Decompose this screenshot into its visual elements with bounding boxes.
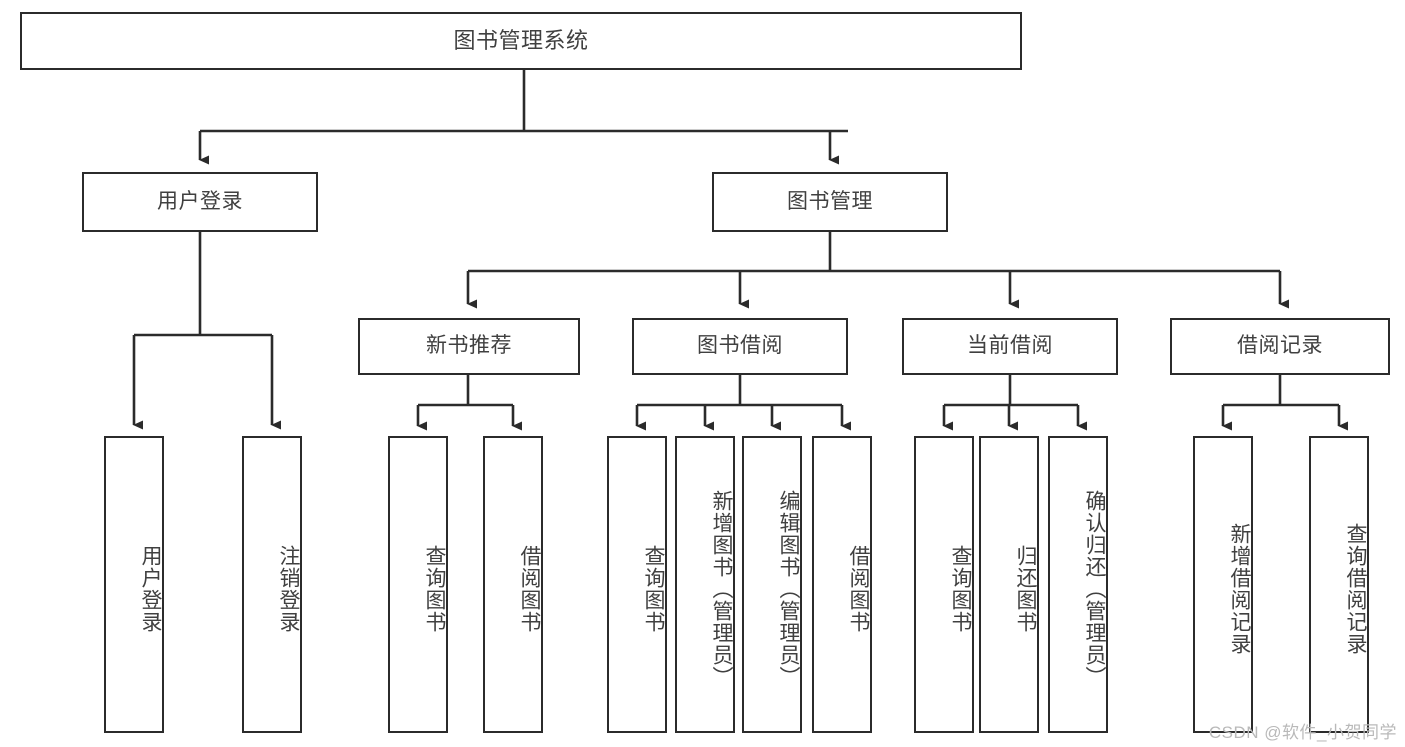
leaf-record-query-record[interactable]: 查询借阅记录	[1309, 436, 1369, 733]
leaf-user-login-logout[interactable]: 注销登录	[242, 436, 302, 733]
leaf-record-add-record[interactable]: 新增借阅记录	[1193, 436, 1253, 733]
node-new-book-recommend[interactable]: 新书推荐	[358, 318, 580, 375]
leaf-label: 归还图书	[1014, 544, 1037, 633]
node-book-management[interactable]: 图书管理	[712, 172, 948, 232]
leaf-label: 确认归还（管理员）	[1083, 489, 1106, 688]
leaf-label: 查询借阅记录	[1344, 522, 1367, 655]
leaf-label: 注销登录	[277, 544, 300, 633]
leaf-label: 用户登录	[139, 544, 162, 633]
node-user-login[interactable]: 用户登录	[82, 172, 318, 232]
node-book-borrow[interactable]: 图书借阅	[632, 318, 848, 375]
leaf-borrow-edit-book-admin[interactable]: 编辑图书（管理员）	[742, 436, 802, 733]
node-root-system[interactable]: 图书管理系统	[20, 12, 1022, 70]
leaf-label: 编辑图书（管理员）	[777, 489, 800, 688]
watermark-text: CSDN @软件_小贺同学	[1208, 723, 1397, 742]
leaf-current-return-book[interactable]: 归还图书	[979, 436, 1039, 733]
leaf-user-login-login[interactable]: 用户登录	[104, 436, 164, 733]
leaf-new-book-borrow[interactable]: 借阅图书	[483, 436, 543, 733]
leaf-borrow-query-book[interactable]: 查询图书	[607, 436, 667, 733]
leaf-new-book-query[interactable]: 查询图书	[388, 436, 448, 733]
leaf-current-confirm-return-admin[interactable]: 确认归还（管理员）	[1048, 436, 1108, 733]
node-current-borrow[interactable]: 当前借阅	[902, 318, 1118, 375]
leaf-label: 新增借阅记录	[1228, 522, 1251, 655]
leaf-label: 查询图书	[949, 544, 972, 633]
leaf-label: 新增图书（管理员）	[710, 489, 733, 688]
leaf-borrow-borrow-book[interactable]: 借阅图书	[812, 436, 872, 733]
leaf-current-query-book[interactable]: 查询图书	[914, 436, 974, 733]
leaf-label: 借阅图书	[518, 544, 541, 633]
node-borrow-record[interactable]: 借阅记录	[1170, 318, 1390, 375]
leaf-label: 查询图书	[642, 544, 665, 633]
leaf-label: 借阅图书	[847, 544, 870, 633]
leaf-label: 查询图书	[423, 544, 446, 633]
leaf-borrow-add-book-admin[interactable]: 新增图书（管理员）	[675, 436, 735, 733]
